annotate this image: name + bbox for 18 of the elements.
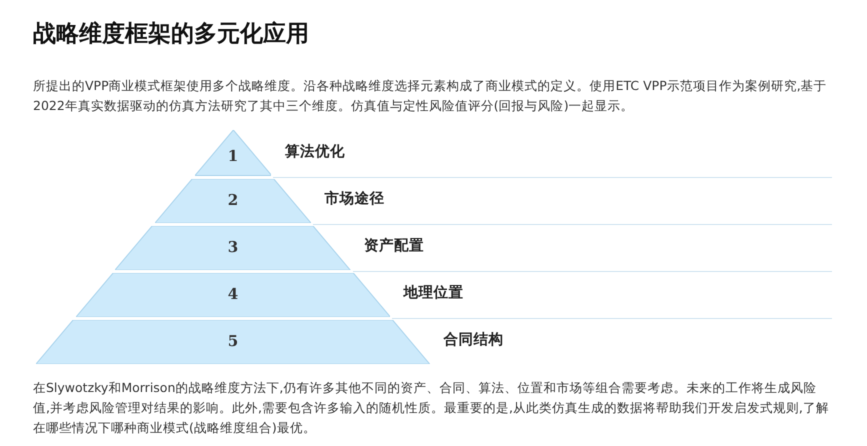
layer-number: 3 [228, 238, 238, 256]
pyramid-layer [115, 226, 351, 270]
layer-number: 2 [228, 190, 238, 208]
pyramid-layer [76, 272, 390, 316]
layer-label: 算法优化 [284, 142, 345, 161]
pyramid-layer [36, 320, 430, 364]
layer-number: 4 [228, 284, 238, 302]
paragraph: 在Slywotzky和Morrison的战略维度方法下,仍有许多其他不同的资产、合同、算法、位置和市场等组合需要考虑。未来的工作将生成风险值,并考虑风险管理对结果的影响。此外,需要包含许多输入的随机性质。最重要的是,从此类仿真生成的数据将帮助我们开发启发式规则,了解在哪些情况下哪种商业模式(战略维度组合)最优。 [33, 379, 830, 437]
layer-label: 地理位置 [404, 284, 464, 302]
title: 战略维度框架的多元化应用 [33, 20, 309, 49]
pyramid-layer [155, 178, 311, 222]
layer-label: 合同结构 [443, 330, 504, 349]
paragraph: 所提出的VPP商业模式框架使用多个战略维度。沿各种战略维度选择元素构成了商业模式的定义。使用ETC VPP示范项目作为案例研究,基于2022年真实数据驱动的仿真方法研究了其中三个维度。仿真值与定性风险值评分(回报与风险)一起显示。 [33, 77, 828, 115]
layer-number: 1 [228, 146, 238, 165]
pyramid-layer [194, 130, 272, 176]
layer-number: 5 [228, 332, 238, 350]
layer-label: 市场途径 [324, 190, 384, 208]
layer-label: 资产配置 [364, 236, 424, 255]
